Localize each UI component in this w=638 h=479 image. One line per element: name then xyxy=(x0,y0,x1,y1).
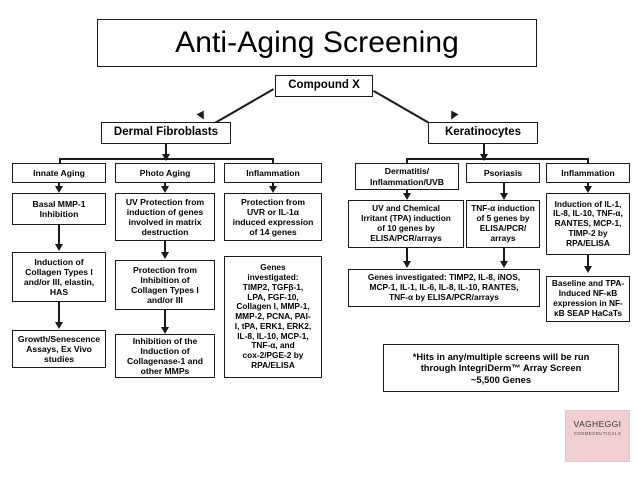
connector-left-branch-bus xyxy=(59,158,273,160)
node-genes-investigated-fibroblast: Genes investigated: TIMP2, TGFβ-1, LPA, … xyxy=(224,256,322,378)
connector-left-bus-to-infl xyxy=(272,158,274,164)
arrowhead-innate-1 xyxy=(54,186,63,193)
connector-innate-1-to-2 xyxy=(58,225,60,245)
node-tnf-alpha-induction: TNF-α induction of 5 genes by ELISA/PCR/… xyxy=(466,200,540,248)
node-uv-protection-genes: UV Protection from induction of genes in… xyxy=(115,193,215,241)
arrowhead-photo-2 xyxy=(160,252,169,259)
connector-inflr-1-to-2 xyxy=(587,255,589,267)
connector-psor-h-to-1 xyxy=(503,183,505,195)
arrowhead-derm-1 xyxy=(402,193,411,200)
arrowhead-root-to-right xyxy=(447,110,459,122)
connector-derm-1-to-genes xyxy=(406,248,408,262)
connector-photo-h-to-1 xyxy=(164,183,166,188)
footnote-integriderm-screen: *Hits in any/multiple screens will be ru… xyxy=(383,344,619,392)
node-uv-chemical-irritant-tpa: UV and Chemical Irritant (TPA) induction… xyxy=(348,200,464,248)
arrowhead-photo-1 xyxy=(160,186,169,193)
page-title: Anti-Aging Screening xyxy=(97,19,537,67)
column-header-photo-aging: Photo Aging xyxy=(115,163,215,183)
node-induction-il1-cytokines: Induction of IL-1, IL-8, IL-10, TNF-α, R… xyxy=(546,193,630,255)
arrowhead-right-branch xyxy=(479,154,488,161)
column-header-inflammation-keratinocyte: Inflammation xyxy=(546,163,630,183)
connector-psor-1-to-genes xyxy=(503,248,505,262)
connector-derm-h-to-1 xyxy=(406,190,408,195)
connector-photo-2-to-3 xyxy=(164,310,166,328)
node-inhibition-collagenase: Inhibition of the Induction of Collagena… xyxy=(115,334,215,378)
arrowhead-psor-genes xyxy=(499,261,508,268)
connector-photo-1-to-2 xyxy=(164,241,166,253)
column-header-dermatitis: Dermatitis/ Inflammation/UVB xyxy=(355,163,459,190)
node-basal-mmp1-inhibition: Basal MMP-1 Inhibition xyxy=(12,193,106,225)
connector-left-branch-stem xyxy=(165,144,167,158)
column-header-inflammation-fibroblast: Inflammation xyxy=(224,163,322,183)
connector-inflr-h-to-1 xyxy=(587,183,589,188)
arrowhead-root-to-left xyxy=(196,110,208,122)
arrowhead-infll-1 xyxy=(268,186,277,193)
arrowhead-inflr-2 xyxy=(583,266,592,273)
arrowhead-inflr-1 xyxy=(583,186,592,193)
node-keratinocytes: Keratinocytes xyxy=(428,122,538,144)
arrowhead-photo-3 xyxy=(160,327,169,334)
node-protection-uvr-il1a: Protection from UVR or IL-1α induced exp… xyxy=(224,193,322,241)
connector-infll-h-to-1 xyxy=(272,183,274,188)
arrowhead-derm-genes xyxy=(402,261,411,268)
arrowhead-innate-2 xyxy=(54,244,63,251)
connector-left-bus-to-innate xyxy=(59,158,61,164)
connector-innate-h-to-1 xyxy=(58,183,60,188)
arrowhead-innate-3 xyxy=(54,322,63,329)
node-growth-senescence-assays: Growth/Senescence Assays, Ex Vivo studie… xyxy=(12,330,106,368)
node-genes-investigated-keratinocyte: Genes investigated: TIMP2, IL-8, iNOS, M… xyxy=(348,269,540,307)
arrowhead-psor-1 xyxy=(499,193,508,200)
connector-right-bus-to-infl xyxy=(587,158,589,164)
node-nfkb-seap-hacats: Baseline and TPA- Induced NF-κB expressi… xyxy=(546,276,630,322)
node-induction-collagen-types: Induction of Collagen Types I and/or III… xyxy=(12,252,106,302)
connector-innate-2-to-3 xyxy=(58,302,60,323)
connector-right-branch-stem xyxy=(483,144,485,158)
node-protection-inhibition-collagen: Protection from Inhibition of Collagen T… xyxy=(115,260,215,310)
logo-tagline: COSMECEUTICALS xyxy=(573,431,622,436)
logo-brand-name: VAGHEGGI xyxy=(573,419,622,429)
node-compound-x: Compound X xyxy=(275,75,373,97)
connector-right-branch-bus xyxy=(406,158,588,160)
arrowhead-left-branch xyxy=(161,154,170,161)
vagheggi-logo: VAGHEGGI COSMECEUTICALS xyxy=(565,410,630,462)
column-header-innate-aging: Innate Aging xyxy=(12,163,106,183)
connector-right-bus-to-derm xyxy=(406,158,408,164)
column-header-psoriasis: Psoriasis xyxy=(466,163,540,183)
node-dermal-fibroblasts: Dermal Fibroblasts xyxy=(101,122,231,144)
